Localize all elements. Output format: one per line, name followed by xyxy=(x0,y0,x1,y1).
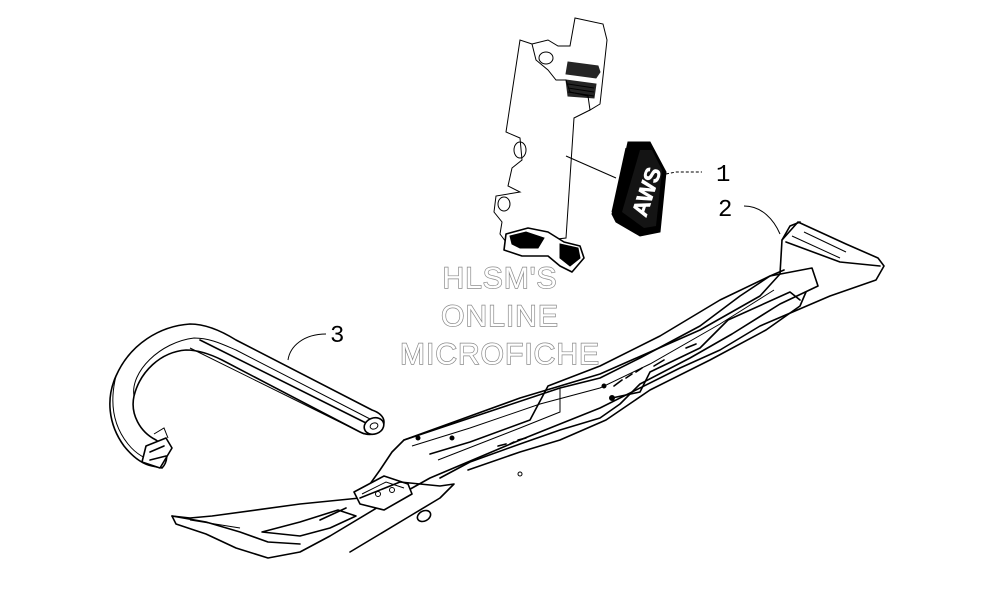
watermark-line-1: HLSM'S xyxy=(442,262,557,295)
spindle-outline xyxy=(493,17,617,273)
watermark-line-2: ONLINE xyxy=(441,300,559,333)
ski xyxy=(171,221,885,559)
callout-2: 2 xyxy=(718,197,732,224)
watermark: HLSM'S ONLINE MICROFICHE xyxy=(399,261,600,371)
ski-handle xyxy=(109,323,385,469)
aws-decal: AWS xyxy=(611,141,667,237)
callout-3: 3 xyxy=(330,323,344,350)
callout-1: 1 xyxy=(716,162,730,189)
watermark-line-3: MICROFICHE xyxy=(400,338,600,371)
leader-lines xyxy=(287,171,781,361)
